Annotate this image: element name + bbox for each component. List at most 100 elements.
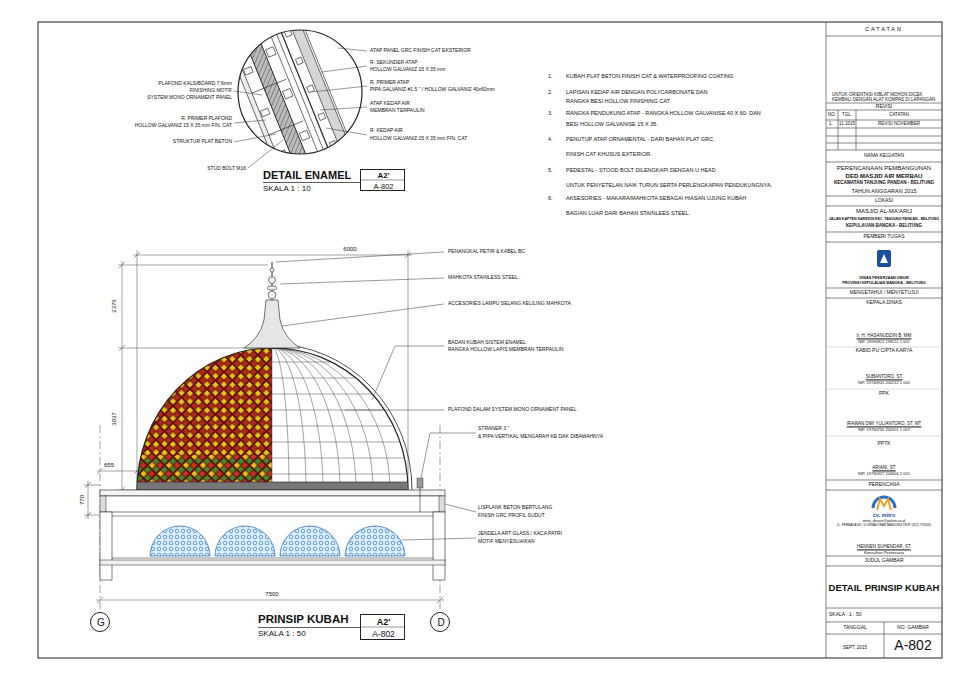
callout-text: HOLLOW GALVANIZ 15 X 35 mm FIN. CAT (370, 136, 467, 142)
callout-text: FINISH CAT KHUSUS EXTERIOR. (566, 151, 652, 157)
callout-text: STRANER 3 " (478, 426, 509, 432)
callout-text: 6. (548, 195, 553, 201)
cell-text: DED MASJID AIR MERBAU (846, 173, 923, 180)
dimension-text: 655 (104, 462, 114, 469)
callout-text: STUD BOLT M16 (207, 166, 246, 172)
dimension-text: 7500 (265, 591, 278, 598)
callout-text: PLAFOND KALSIBOARD 7,6mm (158, 81, 232, 87)
callout-text: RANGKA PENDUKUNG ATAP - RANGKA HOLLOW GA… (566, 110, 761, 116)
title-block-cell: SKALA : 1 : 50 (826, 608, 942, 622)
cell-text: Konsultan Perencana (864, 551, 904, 556)
cell-text: NIP. 19590822 198511 1 001 (858, 339, 909, 344)
cell-heading: PERENCANA (868, 482, 899, 488)
cell-text: NO. (828, 112, 836, 117)
callout-text: ATAP KEDAP AIR (370, 101, 410, 107)
cell-heading: JUDUL GAMBAR (865, 558, 904, 564)
callout-text: LISPLANK BETON BERTULANG (478, 505, 552, 511)
cell-text: KABID PU CIPTA KARYA (856, 348, 913, 354)
title-block-cell: PERENCANA cv. mitromitro_desain@yahoo.co.… (826, 480, 942, 556)
callout-text: R. PRIMER ATAP (370, 80, 409, 86)
cell-text: REVISI NOVEMBER (878, 121, 920, 126)
callout-text: 3. (548, 110, 553, 116)
callout-text: RANGKA HOLLOW LAPIS MEMBRAN TERPAULIN (448, 347, 563, 353)
callout-text: LAPISAN KEDAP AIR DENGAN POLYCARBONATE D… (566, 89, 708, 95)
dimension-text: 770 (79, 495, 86, 505)
cell-text: PERENCANAAN PEMBANGUNAN (837, 165, 931, 172)
cell-text: NIP. 19740905 200212 1 005 (858, 381, 910, 386)
cell-text: IRAWAN DWI YULIANTORO, ST, MT (847, 421, 922, 426)
cell-heading: SKALA : 1 : 50 (829, 612, 862, 618)
cell-text: TGL. (842, 112, 852, 117)
drawing-title: PRINSIP KUBAH (258, 613, 349, 626)
callout-text: RANGKA BESI HOLLOW FINISHING CAT. (566, 98, 671, 104)
cell-heading: G (97, 617, 105, 629)
callout-text: SKALA 1 : 50 (258, 629, 306, 638)
cell-text: UNTUK ORIENTASI KIBLAT MOHON DICEK KEMBA… (832, 92, 936, 102)
cell-text: A-802 (372, 630, 395, 640)
cell-heading: NO. GAMBAR (897, 625, 929, 631)
cell-text: cv. mitro (873, 512, 896, 518)
cell-text: PROVINSI KEPULAUAN BANGKA - BELITUNG (842, 281, 925, 285)
dimension-text: 3037 (111, 412, 118, 425)
callout-text: BAGIAN LUAR DARI BAHAN STAINLEES STEEL. (566, 210, 690, 216)
cell-text: HENNEN SUHENDAR, ST (857, 544, 911, 549)
callout-text: ACCESORIES LAMPU SELANG KELILING MAHKOTA (448, 301, 571, 307)
callout-text: PEDESTAL - STOOD BOLT DILENGKAPI DENGAN … (566, 167, 716, 173)
callout-text: R. SEKUNDER ATAP (370, 60, 418, 66)
cell-text: NIP. 19780730 200501 1 007 (858, 428, 910, 433)
cell-text: A-802 (373, 182, 393, 191)
callout-text: AKSESORIES - MAKARA/MAHKOTA SEBAGAI HIAS… (566, 195, 746, 201)
cell-text: Ir. H. HASANUDDIN B, MM (857, 333, 912, 338)
callout-text: BESI HOLLOW GALVANISE 15 X 35. (566, 121, 658, 127)
cell-text: 11 2015 (839, 121, 855, 126)
cell-text: JALAN KAPTEN SAREDIN KEC. TANJUNG PANDAN… (829, 217, 939, 221)
callout-text: 5. (548, 167, 553, 173)
callout-text: 4. (548, 136, 553, 142)
callout-text: & PIPA VERTIKAL MENGARAH KE DAK DIBAWAHN… (478, 434, 603, 440)
cell-heading: LOKASI (875, 198, 893, 204)
cell-text: A-802 (894, 637, 931, 653)
title-block-cell: REVISINO.TGL.CATATAN1.11 2015REVISI NOVE… (826, 103, 942, 150)
callout-text: PENANGKAL PETIR & KABEL BC (448, 249, 525, 255)
cell-heading: CATATAN (865, 26, 903, 32)
cell-heading: D (437, 617, 444, 629)
cell-text: TAHUN ANGGARAN 2015 (851, 188, 916, 194)
cell-text: SEPT. 2015 (843, 645, 867, 650)
callout-text: R. KEDAP AIR (370, 128, 403, 134)
title-block-cell: LOKASIMASJID AL-MA'ARIJJALAN KAPTEN SARE… (826, 196, 942, 232)
callout-text: BADAN KUBAH SISTEM ENAMEL (448, 340, 526, 346)
callout-text: UNTUK PENYETELAN NAIK TURUN SERTA PERLEN… (566, 182, 772, 188)
callout-text: SYSTEM MONO ORNAMENT PANEL (147, 95, 232, 101)
callout-text: FINISH GRC PROFIL SUDUT (478, 513, 545, 519)
title-block-cell: TANGGAL SEPT. 2015 (826, 622, 884, 658)
title-block-cell: PEMBERI TUGASDINAS PEKERJAAN UMUMPROVINS… (826, 232, 942, 288)
cell-heading: A2' (377, 616, 391, 626)
cell-heading: TANGGAL (843, 625, 867, 631)
title-block-cell: NAMA KEGIATAN PERENCANAAN PEMBANGUNANDED … (826, 150, 942, 196)
title-block-cell: NO. GAMBAR A-802 (884, 622, 942, 658)
dimension-text: 6000 (343, 246, 356, 253)
cell-text: mitro_desain@yahoo.co.id (863, 518, 906, 522)
callout-text: ATAP PANEL GRC FINISH CAT EKSTERIOR (370, 48, 471, 54)
callout-text: FINISHING MOTIF (190, 88, 232, 94)
grid-bubble: D (430, 612, 450, 632)
cell-text: KEPULAUAN BANGKA - BELITUNG (846, 223, 922, 228)
callout-text: MOTIF MENYESUAIKAN (478, 539, 535, 545)
callout-text: KUBAH PLAT BETON FINISH CAT & WATERPROOF… (566, 73, 733, 79)
callout-text: 2. (548, 89, 553, 95)
cell-heading: NAMA KEGIATAN (864, 153, 904, 159)
cell-heading: MENGETAHUI / MENYETUJUI (849, 290, 918, 296)
callout-text: PIPA GALVANIZ #1.5 " / HOLLOW GALVANIZ 4… (370, 87, 495, 93)
cell-text: PPK (879, 391, 889, 397)
cell-text: DINAS PEKERJAAN UMUM (859, 276, 908, 280)
callout-text: HOLLOW GALVANIZ 15 X 35 mm FIN. CAT (135, 123, 232, 129)
callout-text: SKALA 1 : 10 (263, 184, 311, 193)
grid-bubble: G (90, 612, 110, 632)
sheet-tag-box: A2'A-802 (360, 169, 405, 191)
callout-text: MEMBRAN TERPAULIN (370, 108, 425, 114)
callout-text: JENDELA ART GLASS / KACA PATRI (478, 531, 562, 537)
cell-text: JL. PERMADA NO. 11 KEMAYORAN BANDUNG TEL… (837, 524, 931, 527)
callout-text: R. PRIMER PLAFOND (181, 116, 232, 122)
callout-text: PENUTUP ATAP ORNAMENTAL - DARI BAHAN PLA… (566, 136, 715, 142)
